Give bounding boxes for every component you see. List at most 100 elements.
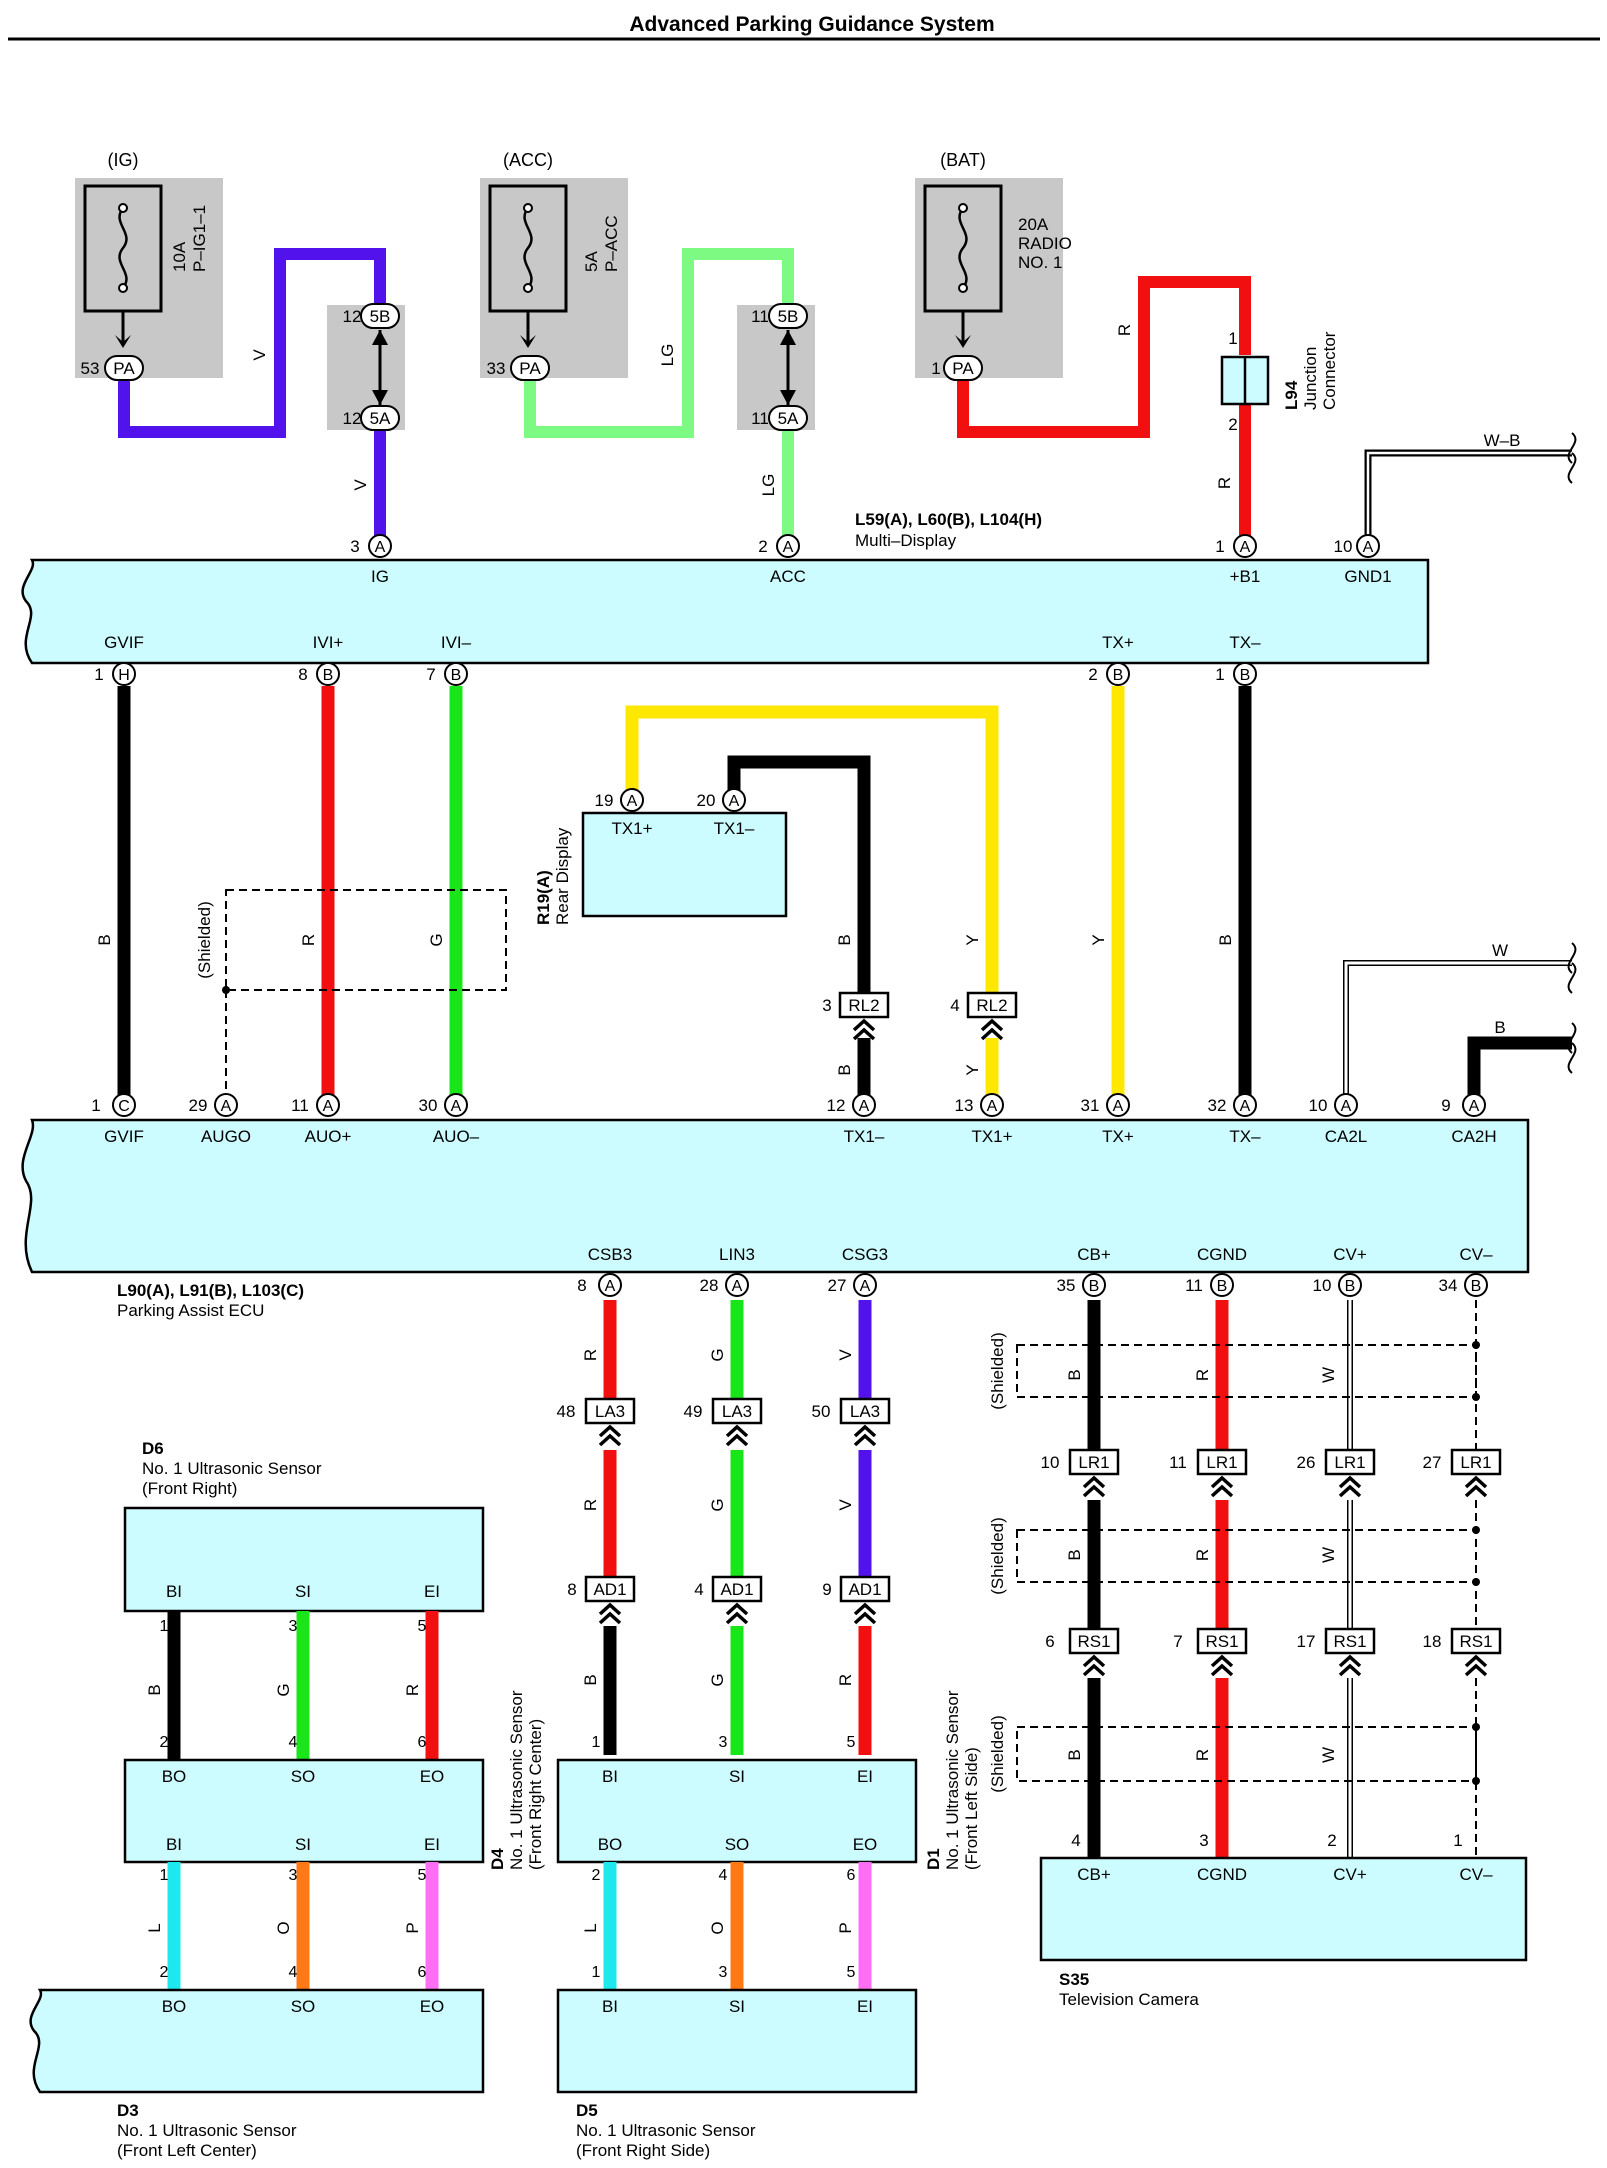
ad1-connector-name: AD1 [720,1580,753,1599]
pin-number: 6 [847,1867,856,1884]
oval-connector-label: 5B [778,307,799,326]
wire-w-inner [1344,961,1572,1103]
relay-connector-chevron [980,1018,1004,1032]
fuse-bat-terminal [958,203,968,213]
connector-pin-letter: A [860,1278,871,1295]
pin-number: 1 [1215,537,1224,556]
pin-label: CA2H [1451,1127,1496,1146]
ad1-chevron [598,1611,622,1625]
rs1-connector [1068,1627,1120,1655]
ecu-name: Parking Assist ECU [117,1301,264,1320]
wire-color-label: P [403,1922,422,1933]
wire-wb-ground-inner [1366,451,1572,548]
pin-number: 5 [847,1964,856,1981]
sensor-d1-id: D1 [924,1848,943,1870]
pin-label: TX1– [714,819,755,838]
wire-color-label: R [1193,1549,1212,1561]
connector-pin-letter: A [1363,539,1374,556]
lr1-chevron [1210,1484,1234,1498]
lr1-connector-name: LR1 [1460,1453,1491,1472]
pin-number: 1 [592,1734,601,1751]
la3-connector-name: LA3 [850,1402,880,1421]
ecu-pin [852,1093,876,1117]
pin-number: 3 [822,996,831,1015]
fuse-pin-number: 53 [81,359,100,378]
pin-number: 3 [719,1964,728,1981]
shield-junction [222,986,230,994]
fuse-acc-rating: 5A [582,251,601,272]
inline-connector-label: RL2 [848,996,879,1015]
wire-color-label: B [145,1684,164,1695]
rs1-chevron [1338,1663,1362,1677]
fuse-pin-number: 1 [931,359,940,378]
sensor-d4-id: D4 [488,1848,507,1870]
pin-label: BI [166,1582,182,1601]
rs1-connector [1324,1627,1376,1655]
pin-label: TX1+ [971,1127,1012,1146]
ad1-connector-number [584,1575,636,1603]
pin-number: 4 [289,1734,298,1751]
wire-b [1467,1036,1572,1103]
pin-label: SI [729,1997,745,2016]
connector-pin-letter: B [1345,1278,1356,1295]
pin-label: BI [602,1767,618,1786]
rear-display-name: Rear Display [553,827,572,925]
pin-label: CSG3 [842,1245,888,1264]
splice-arrow [372,390,388,405]
pin-label: AUO– [433,1127,480,1146]
pin-number: 5 [418,1618,427,1635]
multi-display-pin [1106,662,1130,686]
wire-color-label: B [1065,1549,1084,1560]
wire-color-label: B [581,1674,600,1685]
pin-label: AUO+ [305,1127,352,1146]
pin-label: CGND [1197,1865,1247,1884]
pin-number: 11 [291,1096,309,1115]
pin-label: TX– [1229,1127,1261,1146]
splice-pin-number: 12 [343,307,362,326]
pin-label: CV– [1459,1245,1493,1264]
wire-w [1343,960,1572,1103]
shield-junction [1472,1393,1480,1401]
pin-label: CA2L [1325,1127,1368,1146]
wire-break-mark [1567,942,1577,994]
connector-pin-letter: A [605,1278,616,1295]
relay-connector [838,991,890,1019]
ad1-connector-number [839,1575,891,1603]
pin-number: 1 [1215,665,1224,684]
pin-label: BI [602,1997,618,2016]
pin-label: BO [162,1767,187,1786]
camera-id: S35 [1059,1970,1089,1989]
lr1-chevron [1082,1484,1106,1498]
la3-chevron [725,1424,749,1438]
splice-arrow [372,330,388,345]
la3-connector-number [711,1397,763,1425]
wire-color-label: W [1319,1747,1338,1763]
connector-pin-letter: B [323,667,334,684]
rs1-chevron [1464,1654,1488,1668]
sensor-d6-id: D6 [142,1439,164,1458]
multi-display-pin [1233,662,1257,686]
pin-label: GVIF [104,1127,144,1146]
pin-number: 10 [1334,537,1353,556]
junction-pin-number: 2 [1228,415,1237,434]
pin-label: EO [420,1767,445,1786]
wire-color-label: B [1494,1018,1505,1037]
la3-chevron [598,1433,622,1447]
pin-number: 5 [847,1734,856,1751]
pin-number: 2 [1088,665,1097,684]
connector-pin-letter: A [451,1098,462,1115]
lr1-connector [1068,1448,1120,1476]
pin-label: BO [162,1997,187,2016]
wire-color-label: O [708,1921,727,1934]
pin-number: 49 [684,1402,703,1421]
pin-number: 31 [1081,1096,1100,1115]
ecu-pin [598,1273,622,1297]
fuse-ig-block [75,178,223,378]
ad1-connector-name: AD1 [593,1580,626,1599]
multi-display-pin [444,662,468,686]
pin-number: 4 [950,996,959,1015]
pin-number: 2 [1327,1831,1336,1850]
pin-number: 6 [1045,1632,1054,1651]
pin-number: 3 [1199,1831,1208,1850]
lr1-chevron [1464,1475,1488,1489]
